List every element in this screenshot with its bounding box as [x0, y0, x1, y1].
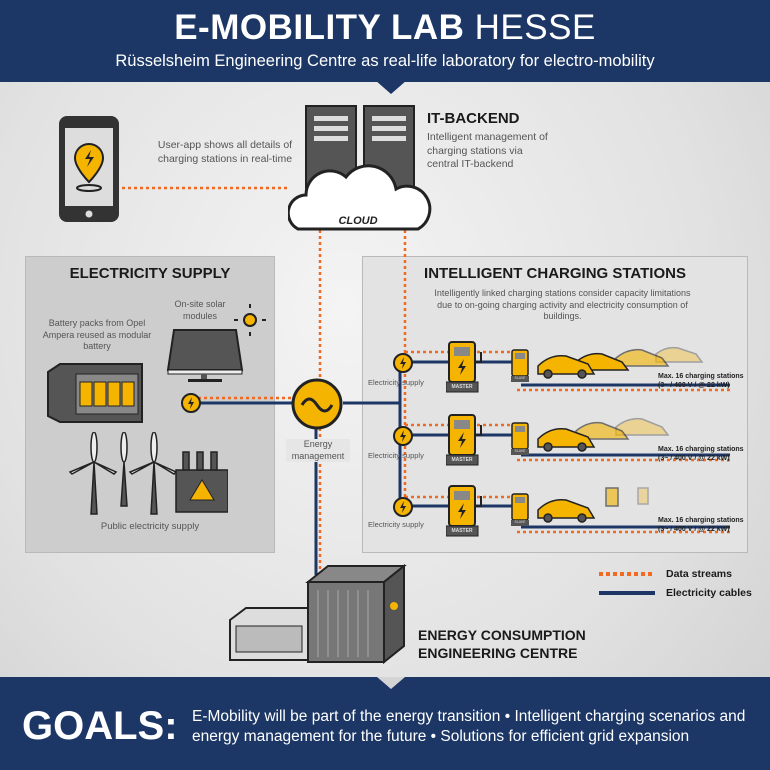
charging-row: Electricity supply MASTER SLAVE Max. 16 …: [364, 340, 744, 410]
wind-turbines-transformer-icon: [68, 432, 228, 515]
max-stations-label: Max. 16 charging stations: [658, 446, 744, 453]
electricity-supply-node-icon: [393, 497, 413, 517]
master-charger-icon: [446, 341, 482, 393]
max-stations-label: Max. 16 charging stations: [658, 373, 744, 380]
master-charger-icon: [446, 485, 482, 537]
supply-label: Electricity supply: [368, 520, 424, 529]
slave-label: SLAVE: [514, 376, 526, 380]
charging-description: Intelligently linked charging stations c…: [434, 288, 691, 322]
slave-charger-icon: [511, 349, 529, 382]
goals-footer: [0, 677, 770, 770]
max-stations-label: Max. 16 charging stations: [658, 517, 744, 524]
header-notch: [375, 80, 407, 94]
charging-row: Electricity supply MASTER SLAVE Max. 16 …: [364, 484, 744, 554]
charging-title: INTELLIGENT CHARGING STATIONS: [424, 265, 686, 282]
title-bold: E-MOBILITY LAB: [174, 8, 465, 47]
legend-data-streams: Data streams: [666, 568, 732, 580]
building-title-line1: ENERGY CONSUMPTION: [418, 627, 586, 643]
cloud-label: CLOUD: [338, 215, 377, 227]
station-spec-label: (3~ / 400 V / @ 22 kW): [658, 382, 730, 389]
it-backend-cloud-icon: CLOUD: [288, 105, 432, 231]
title-light: HESSE: [474, 8, 596, 47]
master-label: MASTER: [451, 457, 473, 463]
goals-text: E-Mobility will be part of the energy tr…: [192, 708, 746, 746]
electricity-supply-title: ELECTRICITY SUPPLY: [69, 265, 231, 282]
cars-icon: [537, 346, 704, 379]
electricity-supply-node-icon: [393, 353, 413, 373]
backend-description: Intelligent management of charging stati…: [427, 131, 548, 171]
solar-label: On-site solar modules: [174, 299, 226, 321]
slave-label: SLAVE: [514, 520, 526, 524]
supply-label: Electricity supply: [368, 451, 424, 460]
station-spec-label: (3~ / 400 V / @ 22 kW): [658, 526, 730, 533]
electricity-supply-node-icon: [393, 426, 413, 446]
legend-electricity-cables: Electricity cables: [666, 587, 752, 599]
building-title-line2: ENGINEERING CENTRE: [418, 644, 578, 661]
master-label: MASTER: [451, 384, 473, 390]
backend-title: IT-BACKEND: [427, 110, 520, 127]
slave-label: SLAVE: [514, 449, 526, 453]
station-spec-label: (3~ / 400 V / @ 22 kW): [658, 455, 730, 462]
energy-management-icon: [291, 378, 343, 430]
master-charger-icon: [446, 414, 482, 466]
master-label: MASTER: [451, 528, 473, 534]
battery-label: Battery packs from Opel Ampera reused as…: [42, 318, 152, 352]
charging-row: Electricity supply MASTER SLAVE Max. 16 …: [364, 413, 744, 483]
battery-pack-icon: [47, 363, 143, 423]
sun-icon: [243, 313, 257, 327]
energy-management-label: Energy management: [286, 439, 350, 463]
legend-swatches: [599, 572, 655, 595]
slave-charger-icon: [511, 422, 529, 455]
cars-icon: [537, 417, 670, 452]
app-description: User-app shows all details of charging s…: [157, 139, 293, 165]
page-title: E-MOBILITY LAB HESSE: [0, 8, 770, 48]
public-supply-label: Public electricity supply: [100, 521, 200, 532]
cars-icon: [537, 487, 649, 523]
footer-notch: [377, 677, 405, 689]
solar-panel-icon: [166, 304, 266, 382]
supply-label: Electricity supply: [368, 378, 424, 387]
subtitle: Rüsselsheim Engineering Centre as real-l…: [115, 52, 655, 70]
electricity-supply-node-icon: [181, 393, 201, 413]
smartphone-icon: [59, 116, 119, 222]
goals-heading: GOALS:: [22, 704, 178, 748]
header-banner: [0, 0, 770, 94]
slave-charger-icon: [511, 493, 529, 526]
engineering-centre-building-icon: [229, 563, 407, 665]
